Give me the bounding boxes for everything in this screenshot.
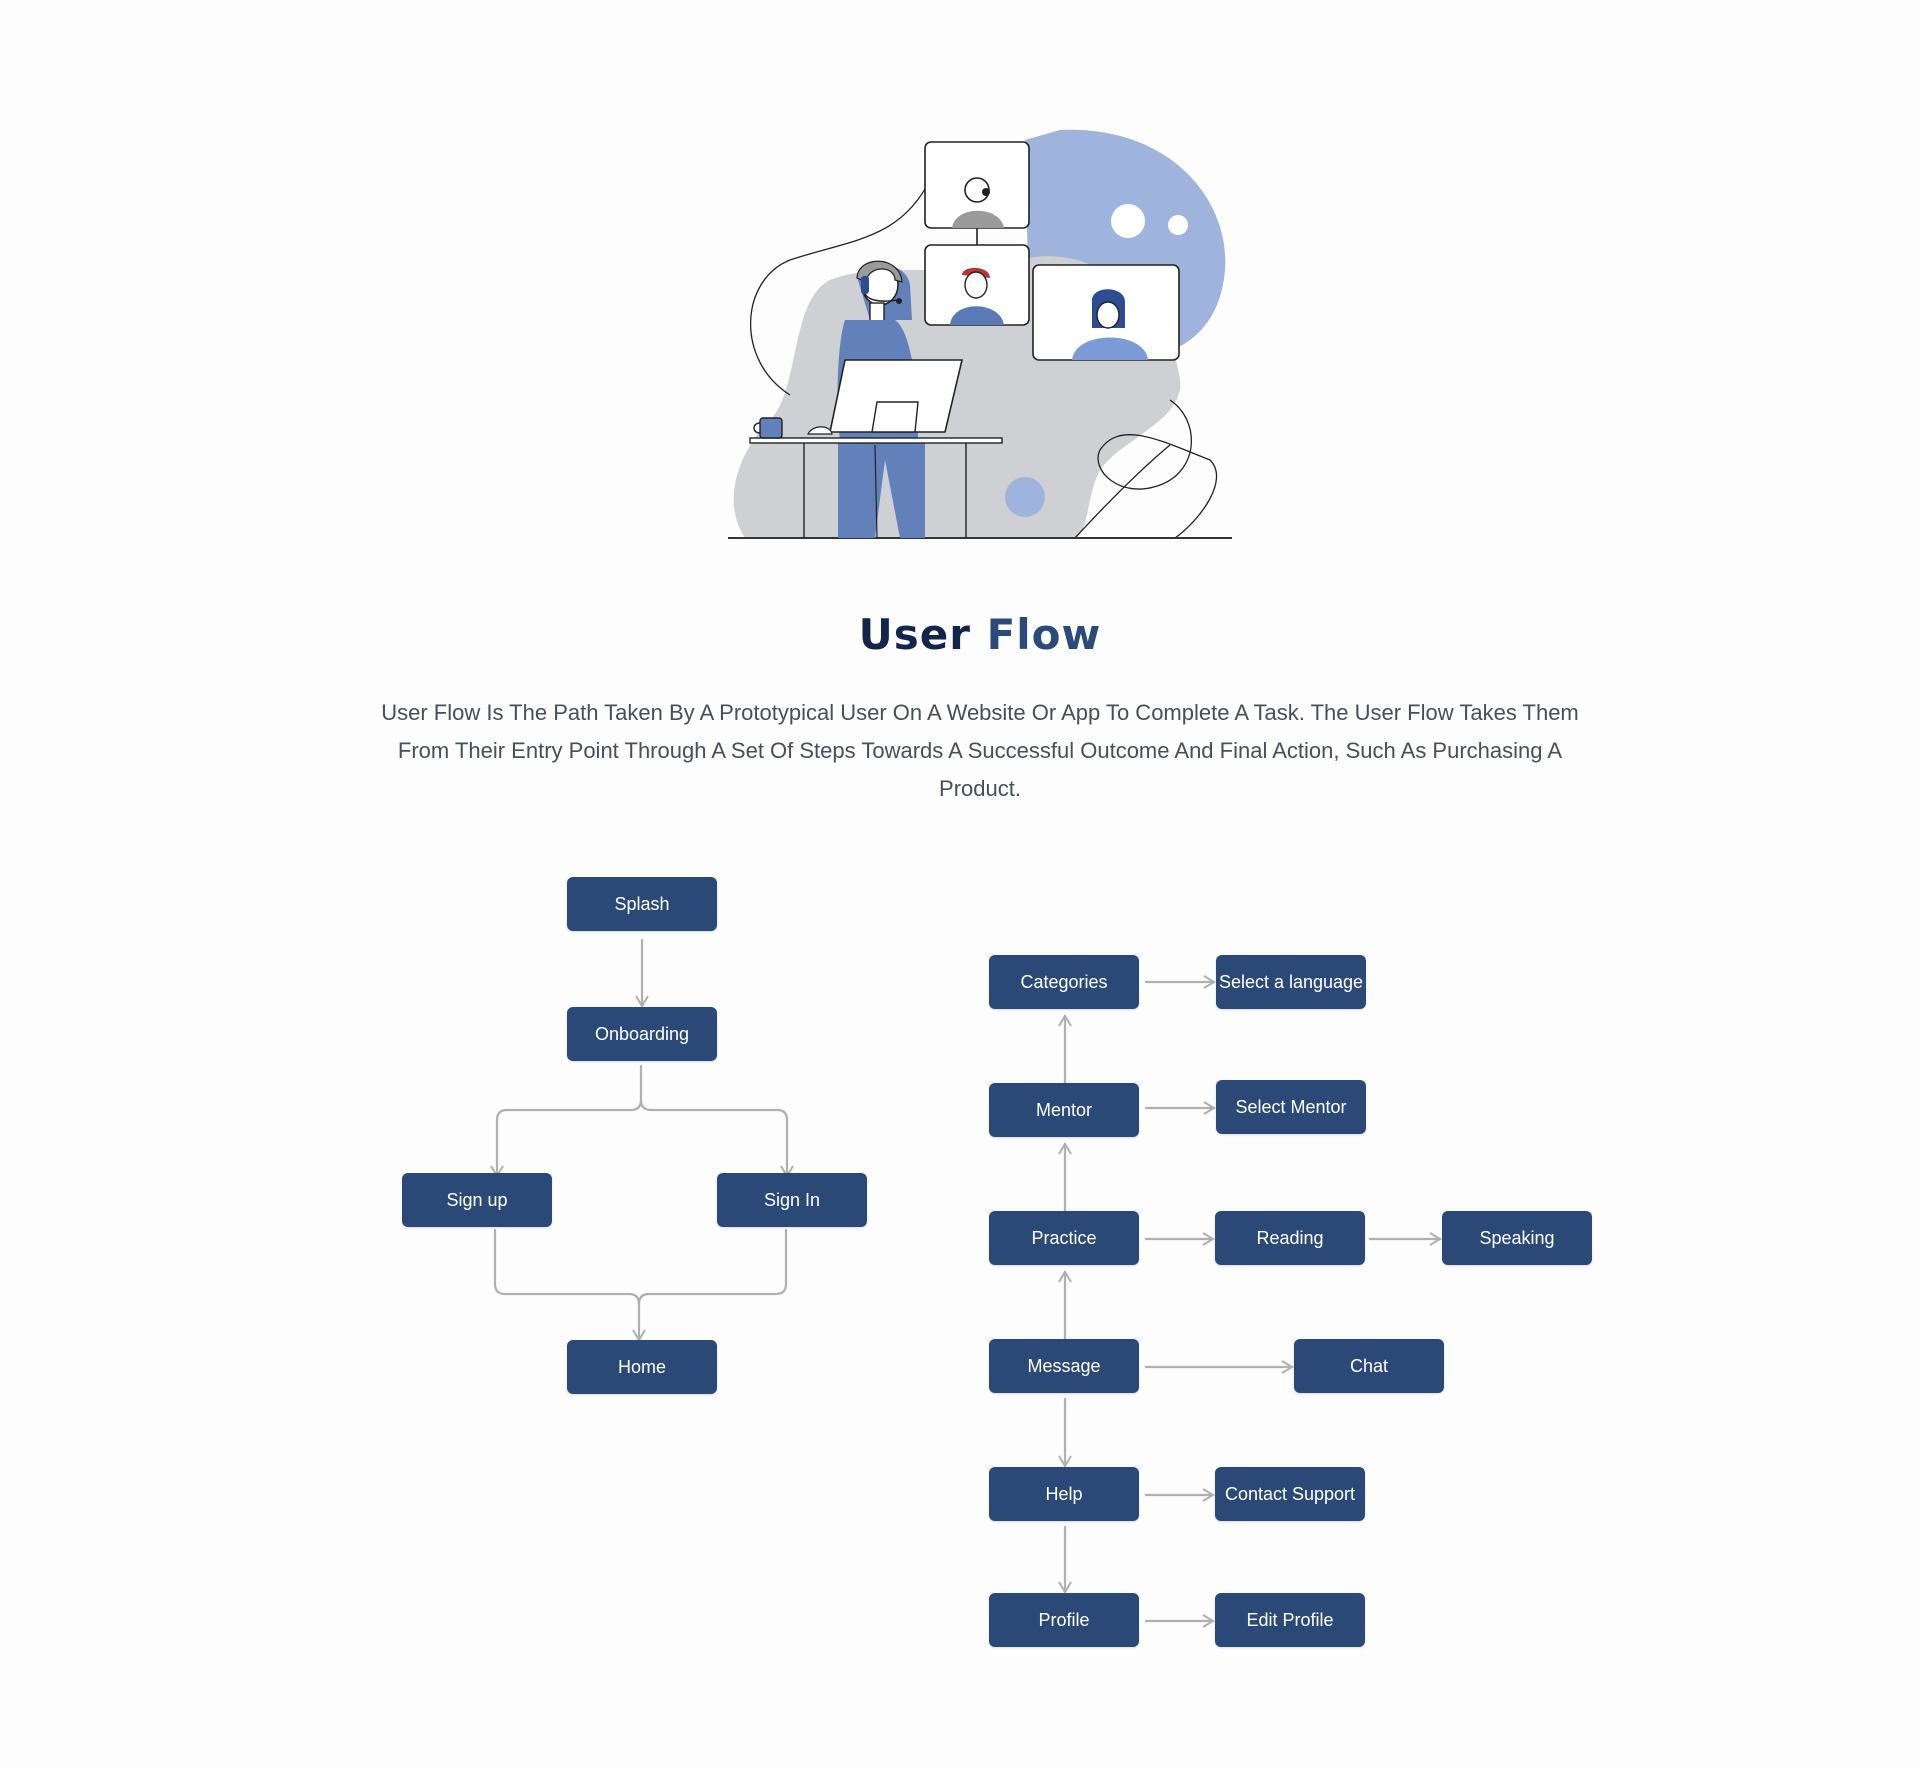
bubble-shape xyxy=(1005,477,1045,517)
node-select-mentor[interactable]: Select Mentor xyxy=(1216,1080,1366,1134)
connector-signup-home xyxy=(493,1228,646,1342)
node-profile[interactable]: Profile xyxy=(989,1593,1139,1647)
video-frame-middle xyxy=(924,244,1030,326)
video-frame-right xyxy=(1032,264,1180,361)
bubble-shape xyxy=(1111,204,1145,238)
title-part-flow: Flow xyxy=(986,610,1102,659)
node-sign-up[interactable]: Sign up xyxy=(402,1173,552,1227)
video-frame-top xyxy=(924,141,1030,229)
title-part-user: User xyxy=(858,610,971,659)
node-reading[interactable]: Reading xyxy=(1215,1211,1365,1265)
connector-signin-home xyxy=(637,1228,788,1306)
page-title: User Flow xyxy=(0,610,1920,659)
loop-outline xyxy=(1097,399,1217,539)
video-call-illustration xyxy=(728,129,1232,539)
monitor-shape xyxy=(807,359,964,435)
node-practice[interactable]: Practice xyxy=(989,1211,1139,1265)
connector-onboarding-signin xyxy=(639,1098,794,1178)
node-select-language[interactable]: Select a language xyxy=(1216,955,1366,1009)
bubble-shape xyxy=(1168,215,1188,235)
connector-onboarding-signup xyxy=(490,1064,643,1178)
node-help[interactable]: Help xyxy=(989,1467,1139,1521)
page-description: User Flow Is The Path Taken By A Prototy… xyxy=(381,700,1579,801)
node-onboarding[interactable]: Onboarding xyxy=(567,1007,717,1061)
node-home[interactable]: Home xyxy=(567,1340,717,1394)
node-edit-profile[interactable]: Edit Profile xyxy=(1215,1593,1365,1647)
node-categories[interactable]: Categories xyxy=(989,955,1139,1009)
mug-icon xyxy=(753,417,783,439)
node-contact-support[interactable]: Contact Support xyxy=(1215,1467,1365,1521)
node-chat[interactable]: Chat xyxy=(1294,1339,1444,1393)
desk-shape xyxy=(749,437,1003,538)
node-sign-in[interactable]: Sign In xyxy=(717,1173,867,1227)
node-splash[interactable]: Splash xyxy=(567,877,717,931)
node-speaking[interactable]: Speaking xyxy=(1442,1211,1592,1265)
node-message[interactable]: Message xyxy=(989,1339,1139,1393)
swirl-outline xyxy=(750,179,931,396)
node-mentor[interactable]: Mentor xyxy=(989,1083,1139,1137)
